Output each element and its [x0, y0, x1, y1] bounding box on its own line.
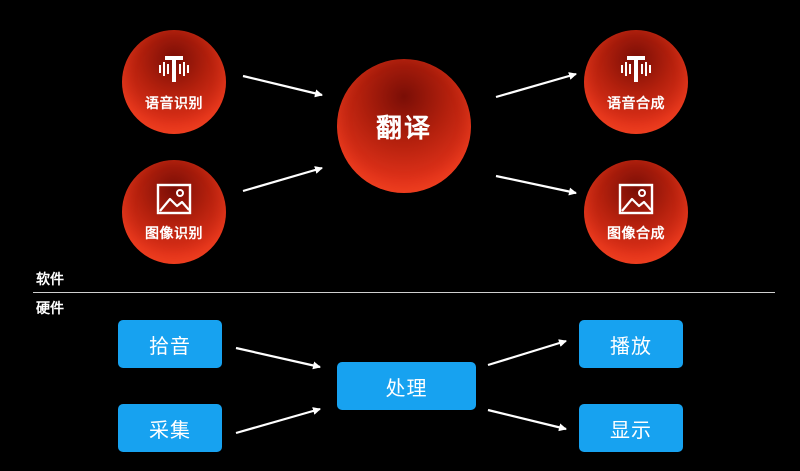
node-translation-label: 翻译 — [375, 113, 432, 144]
waveform-t-icon — [621, 56, 651, 82]
arrow-translation-to-speech-synthesis — [495, 72, 577, 99]
software-section-label: 软件 — [36, 272, 64, 288]
node-image-recognition-label: 图像识别 — [145, 226, 203, 242]
node-translation: 翻译 — [337, 59, 471, 193]
image-icon — [156, 183, 192, 215]
box-display: 显示 — [579, 404, 683, 452]
node-speech-synthesis-label: 语音合成 — [607, 96, 665, 112]
image-icon — [618, 183, 654, 215]
box-pickup: 拾音 — [118, 320, 222, 368]
waveform-t-icon — [159, 56, 189, 82]
section-divider — [33, 292, 775, 293]
node-image-synthesis: 图像合成 — [584, 160, 688, 264]
arrow-translation-to-image-synthesis — [495, 174, 577, 196]
node-speech-recognition: 语音识别 — [122, 30, 226, 134]
arrow-speech-recognition-to-translation — [242, 74, 323, 98]
box-playback: 播放 — [579, 320, 683, 368]
hardware-section-label: 硬件 — [36, 301, 64, 317]
node-image-recognition: 图像识别 — [122, 160, 226, 264]
node-image-synthesis-label: 图像合成 — [607, 226, 665, 242]
node-speech-synthesis: 语音合成 — [584, 30, 688, 134]
arrow-image-recognition-to-translation — [242, 166, 323, 193]
arrow-processing-to-display — [487, 408, 567, 432]
node-speech-recognition-label: 语音识别 — [145, 96, 203, 112]
box-capture: 采集 — [118, 404, 222, 452]
arrow-pickup-to-processing — [235, 346, 321, 370]
arrow-processing-to-playback — [487, 339, 567, 367]
box-processing: 处理 — [337, 362, 476, 410]
arrow-capture-to-processing — [235, 407, 321, 435]
